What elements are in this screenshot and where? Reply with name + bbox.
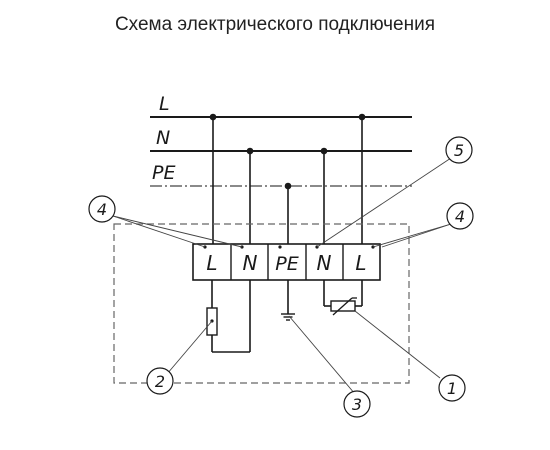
callout-5: 5 <box>445 136 473 164</box>
junction-l-right <box>358 113 366 121</box>
terminal-label-n-right: N <box>317 251 332 275</box>
terminal-label-n-left: N <box>243 251 258 275</box>
page-title: Схема электрического подключения <box>114 14 436 35</box>
device-enclosure <box>113 223 410 384</box>
callout-2: 2 <box>146 367 174 395</box>
junction-l-left <box>209 113 217 121</box>
terminal-label-l-right: L <box>355 251 366 275</box>
callout-4-left: 4 <box>88 195 116 223</box>
callout-1: 1 <box>438 374 466 402</box>
callout-4-right-label: 4 <box>455 207 465 226</box>
junction-n-right <box>320 147 328 155</box>
thermostat-element-1 <box>323 280 363 316</box>
callout-4-left-label: 4 <box>97 200 107 219</box>
junction-pe <box>284 182 292 190</box>
bus-label-pe: PE <box>152 162 175 184</box>
callout-1-label: 1 <box>447 379 457 398</box>
callout-2-label: 2 <box>155 372 165 391</box>
callout-5-label: 5 <box>454 141 464 160</box>
terminal-label-l-left: L <box>206 251 217 275</box>
heating-element-2 <box>206 280 251 353</box>
callout-3: 3 <box>343 390 371 418</box>
bus-label-n: N <box>156 127 170 149</box>
junction-n-left <box>246 147 254 155</box>
leader-lines <box>112 157 452 395</box>
terminal-block <box>192 243 381 281</box>
bus-label-l: L <box>159 93 170 115</box>
ground-symbol <box>281 280 295 321</box>
terminal-label-pe: PE <box>275 253 298 275</box>
callout-3-label: 3 <box>352 395 362 414</box>
callout-4-right: 4 <box>446 202 474 230</box>
